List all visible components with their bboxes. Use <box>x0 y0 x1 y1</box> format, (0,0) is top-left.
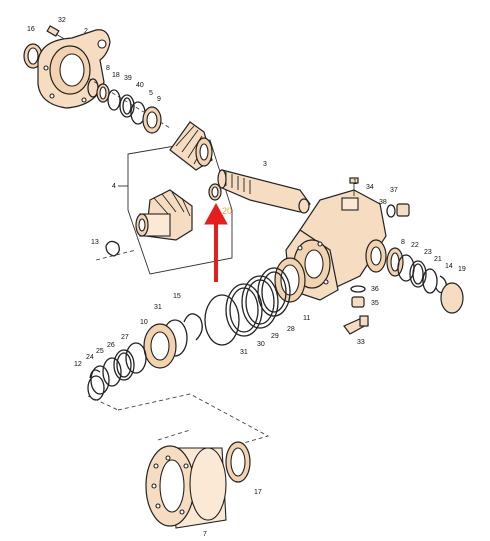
label-26: 26 <box>107 342 115 349</box>
bearing-9 <box>142 106 162 134</box>
label-13: 13 <box>91 239 99 246</box>
label-30: 30 <box>257 341 265 348</box>
ring-25 <box>102 357 122 387</box>
label-18: 18 <box>112 72 120 79</box>
label-5: 5 <box>149 90 153 97</box>
bolt-33 <box>343 315 369 335</box>
plug-35 <box>351 296 365 308</box>
washer-20 <box>208 183 222 201</box>
label-33: 33 <box>357 339 365 346</box>
label-27: 27 <box>121 334 129 341</box>
label-37: 37 <box>390 187 398 194</box>
pinion-shaft-3 <box>217 169 311 214</box>
assembly-box-4 <box>127 139 233 275</box>
ring-23 <box>409 260 427 288</box>
label-28: 28 <box>287 326 295 333</box>
ring-30 <box>225 283 263 337</box>
label-22: 22 <box>411 242 419 249</box>
ring-31-large <box>204 294 240 346</box>
bearing-10 <box>143 323 177 369</box>
label-25: 25 <box>96 348 104 355</box>
label-7: 7 <box>203 531 207 538</box>
label-31-right: 31 <box>240 349 248 356</box>
ring-36 <box>350 285 366 293</box>
bevel-gear-upper <box>169 121 213 171</box>
red-pointer-arrow <box>204 202 228 282</box>
label-35: 35 <box>371 300 379 307</box>
ring-24 <box>90 365 110 395</box>
label-15: 15 <box>173 293 181 300</box>
label-8-right: 8 <box>401 239 405 246</box>
label-16: 16 <box>27 26 35 33</box>
ring-29 <box>241 275 279 329</box>
ring-27 <box>125 342 147 374</box>
clip-12 <box>87 369 105 401</box>
clip-15 <box>183 313 203 341</box>
label-14: 14 <box>445 263 453 270</box>
label-1: 1 <box>353 179 357 186</box>
ring-26 <box>113 349 135 381</box>
label-39: 39 <box>124 75 132 82</box>
seal-17 <box>225 441 251 483</box>
label-2: 2 <box>84 28 88 35</box>
label-3: 3 <box>263 161 267 168</box>
label-8: 8 <box>106 65 110 72</box>
ring-28 <box>257 267 291 317</box>
label-9: 9 <box>157 96 161 103</box>
label-19: 19 <box>458 266 466 273</box>
screw-34 <box>349 177 359 196</box>
label-17: 17 <box>254 489 262 496</box>
label-10: 10 <box>140 319 148 326</box>
plug-37 <box>396 203 410 217</box>
label-11: 11 <box>303 315 310 322</box>
cover-19 <box>440 282 464 314</box>
bolt-32 <box>46 25 67 41</box>
label-4: 4 <box>112 183 116 190</box>
label-29: 29 <box>271 333 279 340</box>
label-32: 32 <box>58 17 66 24</box>
label-24: 24 <box>86 354 94 361</box>
ring-39 <box>107 89 121 111</box>
ring-8-right <box>386 247 404 277</box>
label-36: 36 <box>371 286 379 293</box>
hub-7 <box>145 445 227 529</box>
flange-housing-2 <box>37 29 111 109</box>
label-34: 34 <box>366 184 374 191</box>
label-12: 12 <box>74 361 82 368</box>
ring-38 <box>386 204 396 218</box>
label-31-left: 31 <box>154 304 162 311</box>
label-23: 23 <box>424 249 432 256</box>
ring-40 <box>119 94 135 118</box>
label-38: 38 <box>379 199 387 206</box>
label-21: 21 <box>434 256 442 263</box>
label-40: 40 <box>136 82 144 89</box>
ring-18 <box>96 83 110 103</box>
label-20: 20 <box>222 206 232 216</box>
ring-21 <box>422 268 438 294</box>
bevel-gear-lower <box>135 189 193 241</box>
clip-13 <box>105 240 120 257</box>
